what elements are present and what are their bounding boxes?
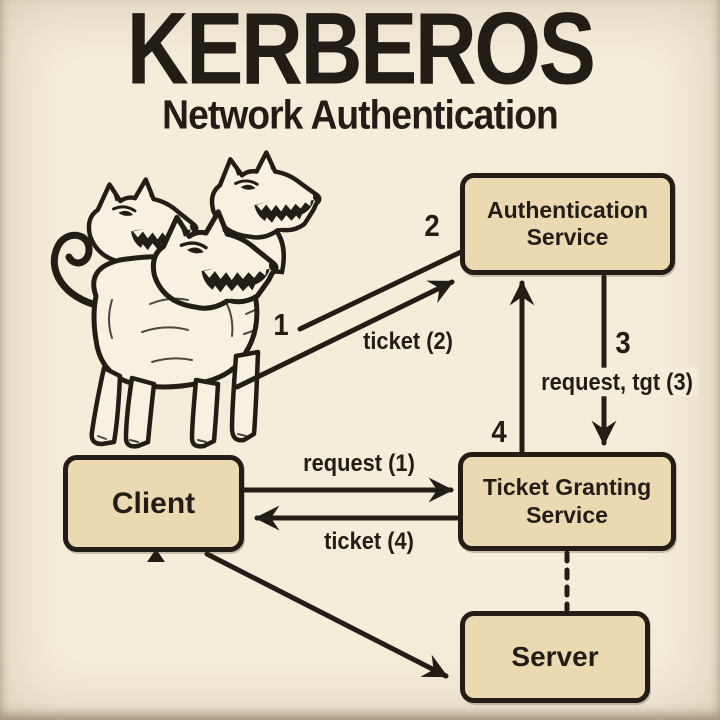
page-title: KERBEROS [126, 0, 596, 107]
client-box: Client [63, 455, 244, 552]
authentication-service-label: Authentication Service [487, 196, 648, 250]
authentication-service-box: Authentication Service [460, 173, 675, 275]
page-subtitle: Network Authentication [162, 93, 559, 138]
server-label: Server [511, 641, 599, 673]
cerberus-illustration [50, 150, 321, 449]
client-label: Client [111, 486, 196, 520]
ticket-granting-service-box: Ticket Granting Service [458, 452, 676, 551]
request-1-label: request (1) [303, 448, 415, 477]
arrow-ticket-2 [234, 279, 455, 390]
ticket-4-label: ticket (4) [324, 526, 414, 555]
line-1-2-client-to-as [297, 249, 464, 332]
arrows [147, 249, 617, 679]
step-4-number: 4 [491, 415, 507, 450]
step-1-number: 1 [273, 308, 289, 343]
request-tgt-3-label: request, tgt (3) [536, 367, 698, 397]
ticket-2-label: ticket (2) [363, 326, 453, 355]
step-2-number: 2 [424, 209, 440, 244]
arrow-client-to-server [204, 551, 449, 679]
ticket-granting-service-label: Ticket Granting Service [482, 474, 652, 528]
server-box: Server [460, 611, 650, 703]
client-bottom-arrow-tip [147, 549, 165, 562]
step-3-number: 3 [615, 326, 631, 361]
